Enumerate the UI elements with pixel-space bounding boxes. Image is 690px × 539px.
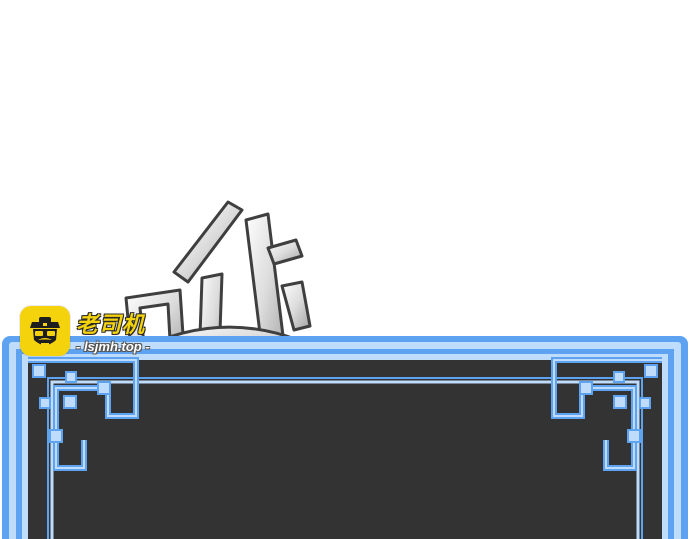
lattice-corner-icon [28,357,139,471]
panel-frame [2,336,688,539]
watermark-logo: 老司机 - lsjmh.top - [20,306,170,362]
driver-face-icon [20,306,70,356]
watermark-url: - lsjmh.top - [76,339,150,354]
lattice-corner-icon [551,357,662,471]
watermark-title: 老司机 [76,312,146,337]
